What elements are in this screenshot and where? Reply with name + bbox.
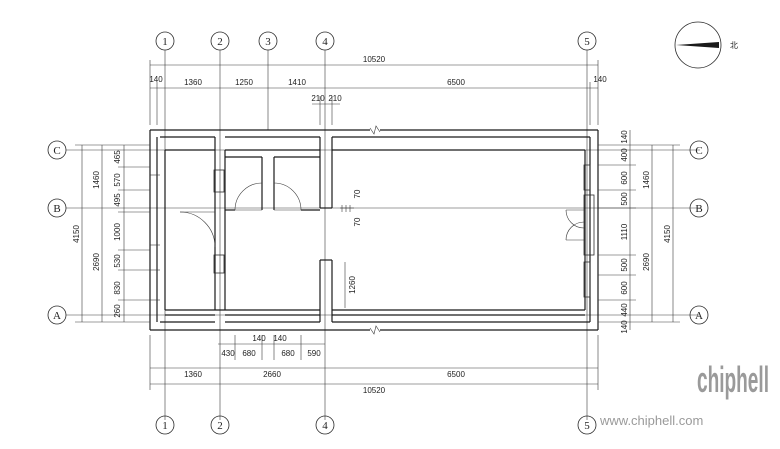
- dim-top-1410: 1410: [288, 78, 306, 87]
- north-arrow: 北: [674, 21, 738, 69]
- dim-bottom-1360: 1360: [184, 370, 202, 379]
- dim-top-140-left: 140: [149, 75, 163, 84]
- dim-bottom-680-b: 680: [281, 349, 295, 358]
- dim-left-465: 465: [113, 150, 122, 164]
- dim-left-4150: 4150: [72, 225, 81, 243]
- north-label: 北: [730, 41, 738, 50]
- dim-top-210-a: 210: [311, 94, 325, 103]
- dim-left-530: 530: [113, 254, 122, 268]
- dim-bottom-590: 590: [307, 349, 321, 358]
- dim-right-600-a: 600: [620, 171, 629, 185]
- dim-right-500-b: 500: [620, 258, 629, 272]
- dim-bottom-total: 10520: [363, 386, 386, 395]
- dim-top-210-b: 210: [328, 94, 342, 103]
- interior-dimensions: 70 70 1260: [344, 189, 362, 308]
- bottom-dimensions: 430 680 140 140 680 590 1360 2660 6500 1…: [149, 334, 599, 395]
- dim-left-1460: 1460: [92, 171, 101, 189]
- grid-label-B-right: B: [695, 203, 702, 215]
- dim-right-2690: 2690: [642, 253, 651, 271]
- dim-bottom-140-b: 140: [273, 334, 287, 343]
- dim-right-140-bottom: 140: [620, 320, 629, 334]
- grid-label-C-left: C: [53, 145, 60, 157]
- dim-right-4150: 4150: [663, 225, 672, 243]
- grid-label-4-top: 4: [322, 36, 328, 48]
- dim-top-1360: 1360: [184, 78, 202, 87]
- dim-interior-70-b: 70: [353, 217, 362, 226]
- dim-left-570: 570: [113, 173, 122, 187]
- dim-bottom-140-a: 140: [252, 334, 266, 343]
- walls: [149, 125, 599, 335]
- dim-top-140-right: 140: [593, 75, 607, 84]
- grid-label-4-bottom: 4: [322, 420, 328, 432]
- dim-bottom-2660: 2660: [263, 370, 281, 379]
- dim-left-260: 260: [113, 304, 122, 318]
- watermark-logo: chiphell: [697, 359, 769, 400]
- grid-label-5-top: 5: [584, 36, 590, 48]
- grid-label-A-left: A: [53, 310, 61, 322]
- watermark-url: www.chiphell.com: [599, 413, 703, 428]
- grid-label-C-right: C: [695, 145, 702, 157]
- grid-label-3-top: 3: [265, 36, 271, 48]
- grid-lines: [66, 50, 700, 420]
- top-dimensions: 10520 140 1360 1250 1410 6500 140 210 21…: [149, 55, 607, 125]
- dim-interior-70-a: 70: [353, 189, 362, 198]
- openings: [150, 164, 595, 301]
- dim-right-1460: 1460: [642, 171, 651, 189]
- dim-right-600-b: 600: [620, 281, 629, 295]
- dim-left-1000: 1000: [113, 223, 122, 241]
- dim-interior-1260: 1260: [348, 276, 357, 294]
- grid-label-B-left: B: [53, 203, 60, 215]
- dim-right-500-a: 500: [620, 192, 629, 206]
- dim-left-830: 830: [113, 281, 122, 295]
- grid-bubbles-top: 1 2 3 4 5: [155, 31, 597, 51]
- dim-bottom-6500: 6500: [447, 370, 465, 379]
- grid-label-1-top: 1: [162, 36, 168, 48]
- grid-bubbles-sides: C B A C B A: [47, 140, 709, 325]
- dim-bottom-430: 430: [221, 349, 235, 358]
- grid-label-1-bottom: 1: [162, 420, 168, 432]
- grid-label-A-right: A: [695, 310, 703, 322]
- grid-bubbles-bottom: 1 2 4 5: [155, 415, 597, 435]
- left-dimensions: 465 570 495 1000 530 830 260 1460 2690 4…: [72, 144, 150, 323]
- dim-right-1110: 1110: [620, 223, 629, 240]
- grid-label-2-bottom: 2: [217, 420, 223, 432]
- dim-top-1250: 1250: [235, 78, 253, 87]
- dim-top-6500: 6500: [447, 78, 465, 87]
- dim-right-440: 440: [620, 303, 629, 317]
- right-dimensions: 140 400 600 500 1110 500 600 440 140 146…: [598, 130, 680, 334]
- watermark: chiphell www.chiphell.com: [599, 359, 769, 428]
- dim-left-495: 495: [113, 193, 122, 207]
- grid-label-5-bottom: 5: [584, 420, 590, 432]
- dim-left-2690: 2690: [92, 253, 101, 271]
- dim-top-total: 10520: [363, 55, 386, 64]
- grid-label-2-top: 2: [217, 36, 223, 48]
- dim-right-140-top: 140: [620, 130, 629, 144]
- dim-bottom-680-a: 680: [242, 349, 256, 358]
- dim-right-400: 400: [620, 148, 629, 162]
